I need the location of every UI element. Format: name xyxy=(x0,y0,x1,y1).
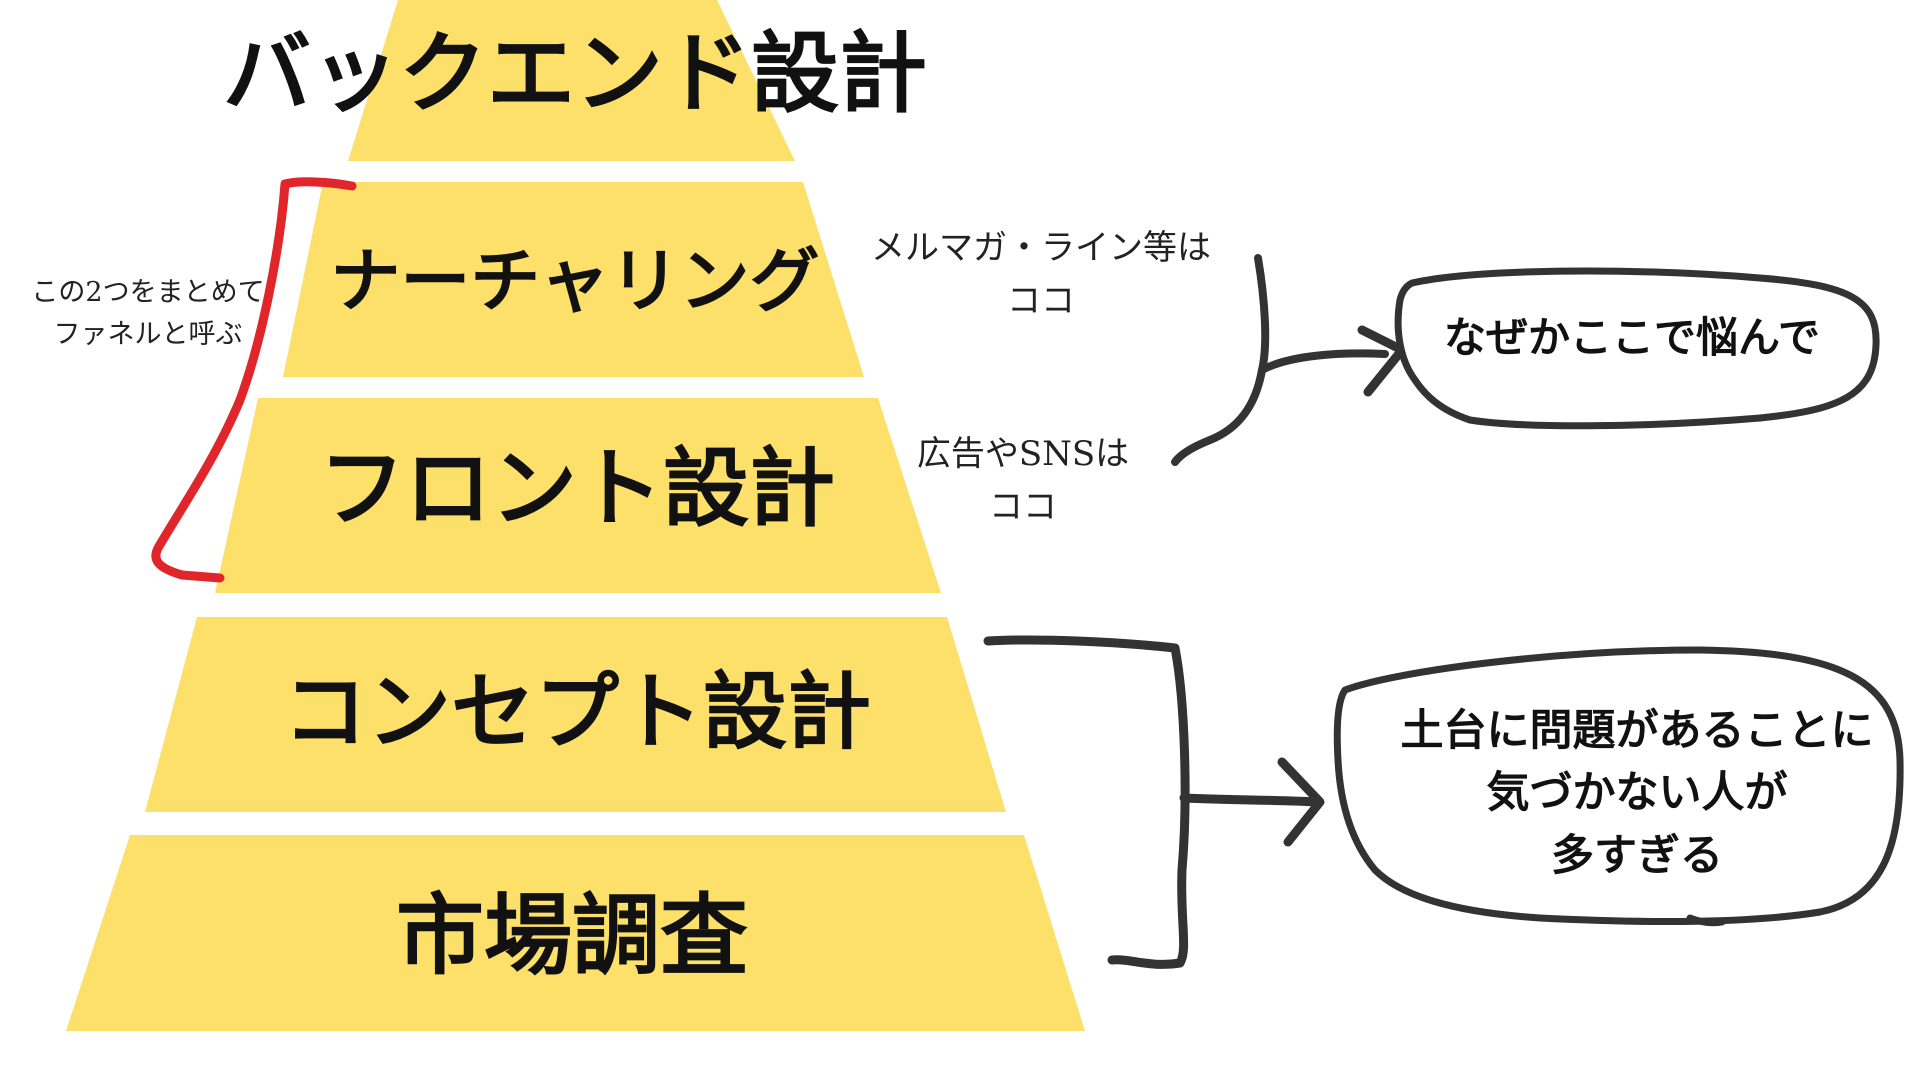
bubble-bottom-tail xyxy=(1686,914,1726,927)
front-note: 広告やSNSは ココ xyxy=(916,434,1130,527)
tier-label-nurturing: ナーチャリング xyxy=(330,240,820,322)
note-bracket-stem xyxy=(1258,349,1389,374)
note-bracket xyxy=(1171,254,1270,466)
nurturing-note: メルマガ・ライン等は ココ xyxy=(871,228,1211,321)
tier-label-concept: コンセプト設計 xyxy=(282,663,872,761)
bubble-bottom-text: 土台に問題があることに 気づかない人が 多すぎる xyxy=(1400,706,1874,881)
tier-market-shape xyxy=(66,835,1085,1031)
tier-nurturing-shape xyxy=(283,182,864,377)
tier-backend-shape xyxy=(348,0,795,161)
foundation-bracket-stem xyxy=(1179,793,1323,807)
tier-concept-shape xyxy=(145,617,1006,812)
tier-label-front: フロント設計 xyxy=(319,439,835,539)
tier-label-backend: バックエンド設計 xyxy=(222,22,928,125)
bubble-top-outline xyxy=(1394,267,1880,430)
bubble-bottom-outline xyxy=(1333,646,1904,925)
arrow-head-bottom xyxy=(1277,757,1325,847)
foundation-bracket xyxy=(983,635,1190,969)
funnel-note: この2つをまとめて ファネルと呼ぶ xyxy=(31,277,265,350)
tier-front-shape xyxy=(215,398,941,593)
funnel-bracket xyxy=(151,177,357,583)
bubble-top-text: なぜかここで悩んで xyxy=(1444,313,1820,362)
tier-label-market: 市場調査 xyxy=(395,884,749,987)
